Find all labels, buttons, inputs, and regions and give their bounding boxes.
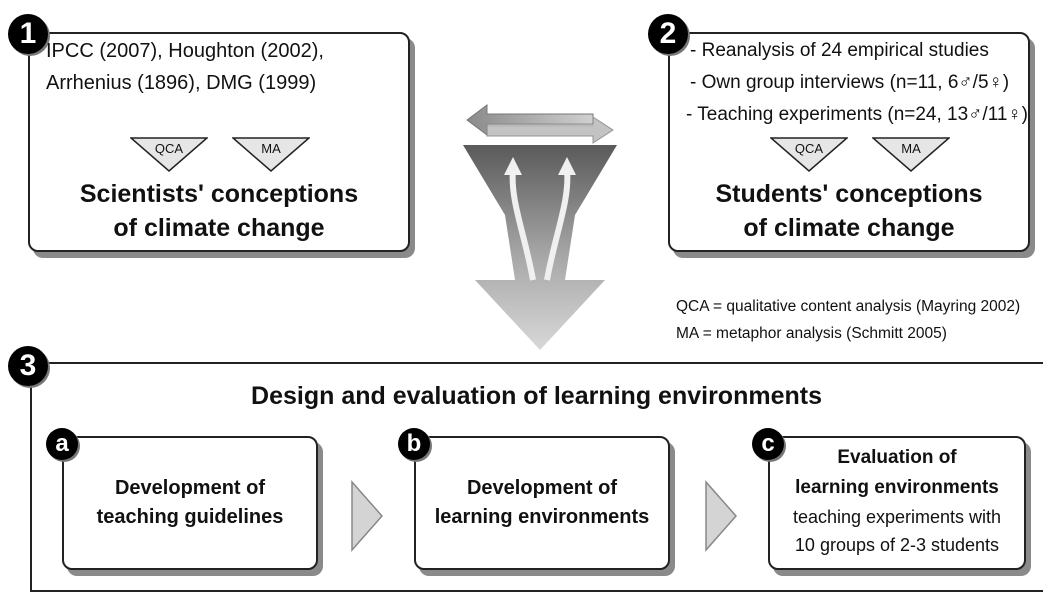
panel2-title-1: Students' conceptions bbox=[715, 180, 983, 208]
step-a-line-1: Development of bbox=[114, 477, 266, 499]
panel1-title-1: Scientists' conceptions bbox=[79, 180, 359, 208]
badge-b: b bbox=[398, 428, 430, 460]
qca-triangle-2: QCA bbox=[768, 137, 850, 173]
chevron-right-icon bbox=[351, 480, 384, 552]
step-a-box bbox=[62, 436, 318, 570]
students-item-3: - Teaching experiments (n=24, 13♂/11♀) bbox=[686, 104, 1029, 125]
badge-a: a bbox=[46, 428, 78, 460]
step-c-line-3: teaching experiments with bbox=[792, 507, 1002, 527]
sources-line-1: IPCC (2007), Houghton (2002), bbox=[46, 40, 324, 62]
step-b-line-1: Development of bbox=[466, 477, 618, 499]
badge-1: 1 bbox=[8, 14, 48, 54]
step-c-box bbox=[768, 436, 1026, 570]
panel-scientists bbox=[28, 32, 410, 252]
chevron-right-icon bbox=[705, 480, 738, 552]
qca-triangle-1: QCA bbox=[128, 137, 210, 173]
step-a-line-2: teaching guidelines bbox=[96, 506, 284, 528]
triangle-icon bbox=[768, 137, 850, 172]
triangle-icon bbox=[870, 137, 952, 172]
step-c-line-4: 10 groups of 2-3 students bbox=[794, 535, 1000, 555]
step-b-box bbox=[414, 436, 670, 570]
ma-label-2: MA bbox=[901, 141, 921, 156]
panel1-title-2: of climate change bbox=[113, 214, 325, 242]
badge-c: c bbox=[752, 428, 784, 460]
ma-triangle-1: MA bbox=[230, 137, 312, 173]
students-item-1: - Reanalysis of 24 empirical studies bbox=[690, 40, 989, 61]
step-c-line-2: learning environments bbox=[795, 477, 999, 498]
synthesis-arrow-icon bbox=[463, 104, 617, 350]
qca-label-1: QCA bbox=[154, 141, 184, 156]
step-b-line-2: learning environments bbox=[434, 506, 650, 528]
triangle-icon bbox=[128, 137, 210, 172]
ma-label-1: MA bbox=[261, 141, 281, 156]
triangle-icon bbox=[230, 137, 312, 172]
panel3-title: Design and evaluation of learning enviro… bbox=[251, 382, 822, 410]
panel2-title-2: of climate change bbox=[743, 214, 955, 242]
badge-2: 2 bbox=[648, 14, 688, 54]
panel-students bbox=[668, 32, 1030, 252]
ma-triangle-2: MA bbox=[870, 137, 952, 173]
sources-line-2: Arrhenius (1896), DMG (1999) bbox=[46, 72, 317, 94]
legend-qca: QCA = qualitative content analysis (Mayr… bbox=[676, 298, 1021, 315]
badge-3: 3 bbox=[8, 346, 48, 386]
step-c-line-1: Evaluation of bbox=[837, 447, 957, 468]
qca-label-2: QCA bbox=[794, 141, 824, 156]
legend-ma: MA = metaphor analysis (Schmitt 2005) bbox=[676, 325, 947, 342]
students-item-2: - Own group interviews (n=11, 6♂/5♀) bbox=[690, 72, 1010, 93]
